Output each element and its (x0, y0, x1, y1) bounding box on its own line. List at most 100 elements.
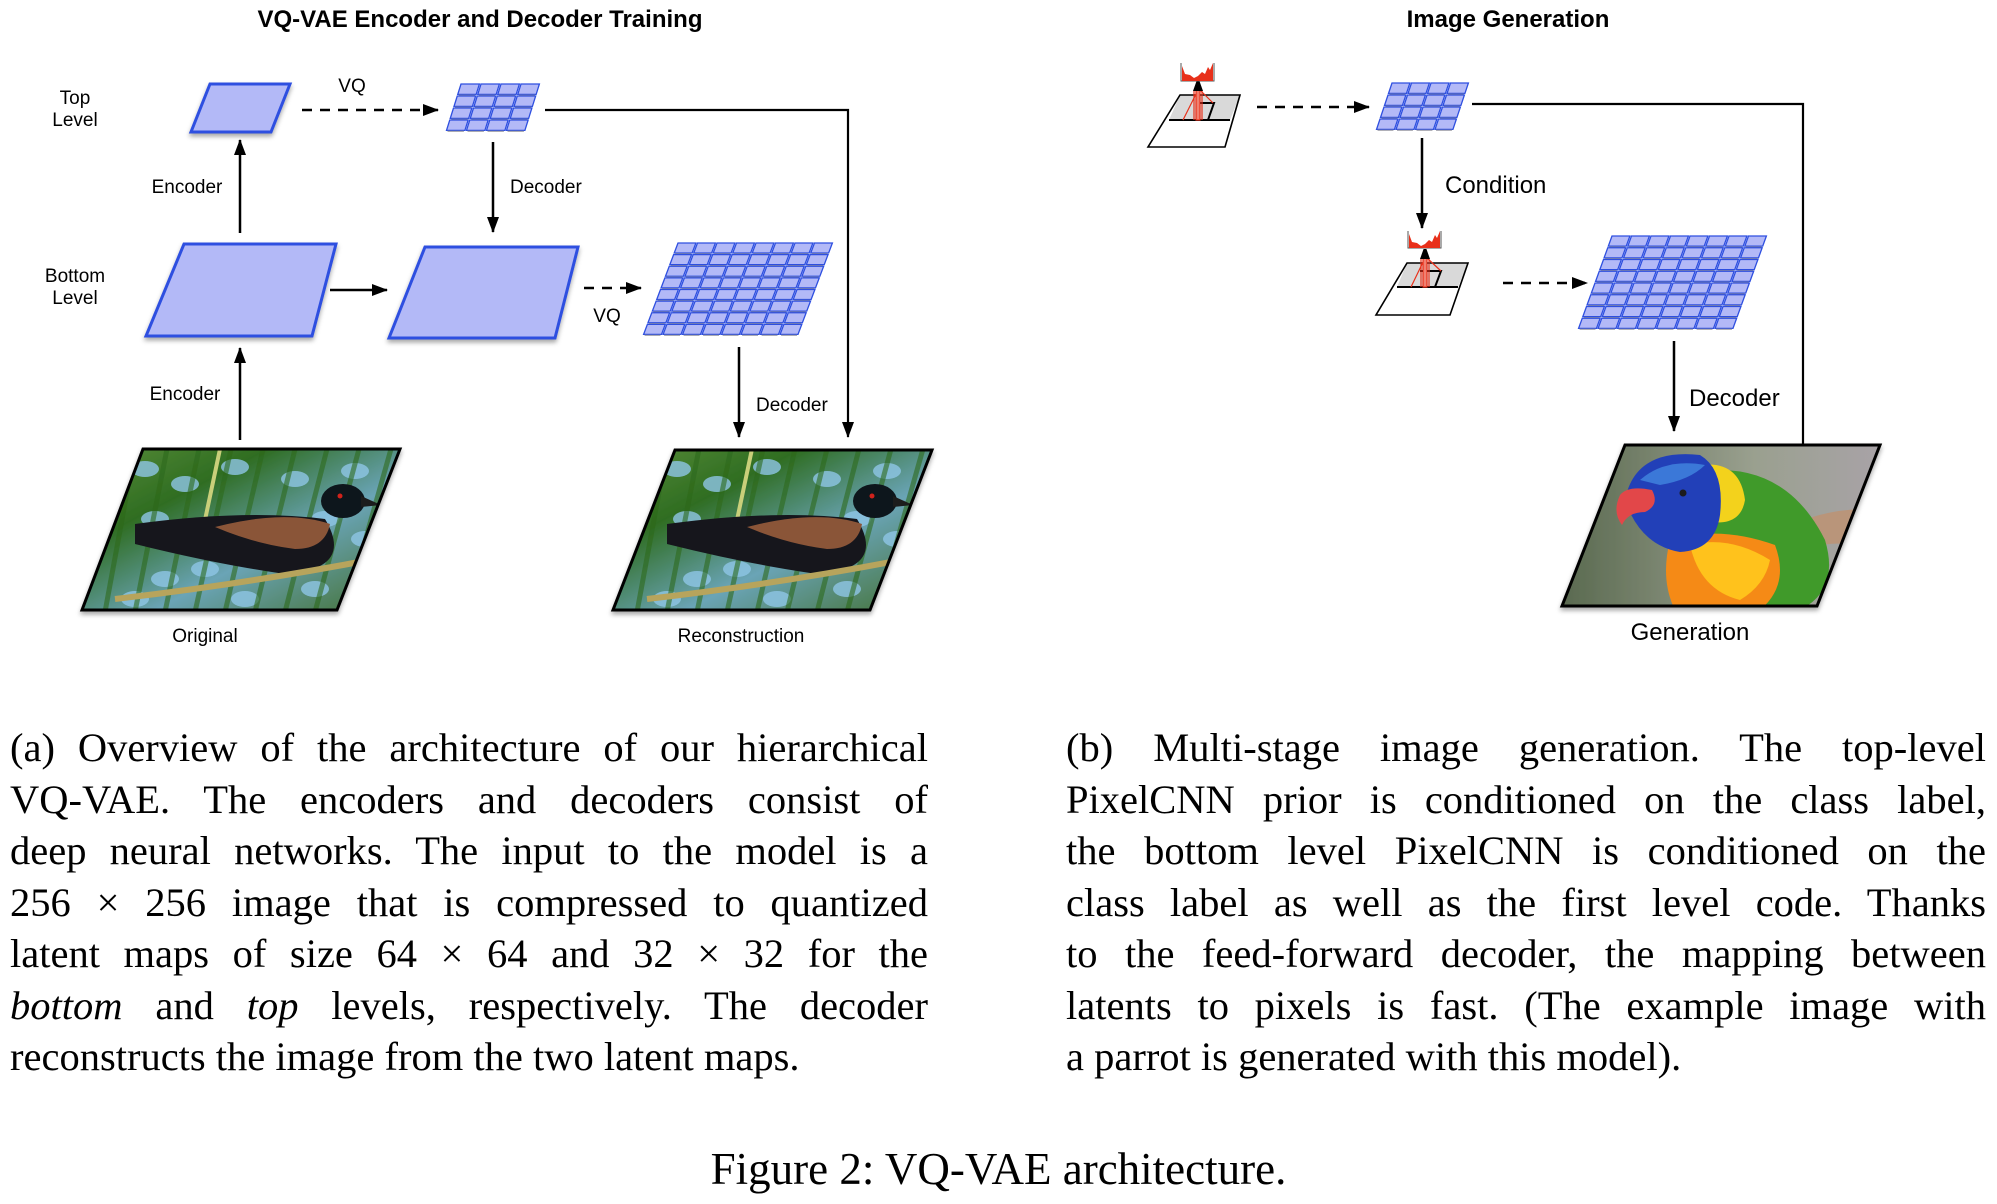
codebook-cell (1743, 235, 1768, 247)
codebook-cell (1735, 258, 1759, 271)
codebook-cell (1601, 305, 1625, 318)
codebook-cell (1687, 282, 1712, 294)
codebook-cell (1696, 258, 1720, 271)
bird-eye (337, 493, 343, 499)
codebook-cell (660, 277, 684, 289)
codebook-cell (783, 312, 808, 324)
codebook-cell (1720, 247, 1744, 259)
codebook-cell (651, 300, 675, 312)
codebook-cell (690, 300, 714, 312)
codebook-cell (809, 242, 834, 254)
decoder-label-bottom: Decoder (756, 395, 828, 416)
codebook-cell (1731, 270, 1755, 283)
caption-line: deep neural networks. The input to the m… (10, 825, 928, 877)
codebook-cell (445, 119, 470, 132)
caption-text: levels, respectively. The decoder (298, 982, 928, 1028)
codebook-cell (664, 265, 689, 277)
codebook-cell (1605, 294, 1630, 306)
codebook-cell (785, 253, 810, 266)
codebook-cell (703, 265, 728, 277)
codebook-cell (764, 312, 788, 324)
codebook-cell (1665, 235, 1690, 247)
caption-line: 256 × 256 image that is compressed to qu… (10, 877, 928, 929)
codebook-cell (694, 288, 719, 301)
codebook-cell (1714, 317, 1738, 330)
codebook-cell (1442, 94, 1466, 107)
caption-text: deep neural networks. The input to the m… (10, 828, 928, 873)
figure-caption: Figure 2: VQ-VAE architecture. (710, 1144, 1287, 1194)
codebook-cell (781, 265, 806, 277)
caption-line: PixelCNN prior is conditioned on the cla… (1066, 776, 1986, 822)
bird-wing (215, 517, 330, 549)
codebook-cell (1598, 258, 1623, 271)
codebook-cell (642, 323, 667, 336)
codebook-cell (1375, 118, 1399, 131)
codebook-cell (1622, 247, 1647, 259)
codebook-cell (476, 83, 501, 96)
codebook-cell (759, 323, 784, 336)
codebook-cell (1637, 258, 1662, 271)
encoder-label-top: Encoder (152, 177, 223, 198)
codebook-cell (449, 107, 473, 120)
codebook-cell (1683, 294, 1708, 306)
codebook-cell (1418, 106, 1442, 119)
codebook-cell (1675, 317, 1699, 330)
bird-beak (361, 496, 381, 507)
reconstruction-label: Reconstruction (678, 626, 805, 647)
codebook-cell (453, 95, 477, 108)
bottom-generated-grid (1577, 235, 1768, 330)
codebook-cell (1707, 282, 1731, 294)
codebook-cell (777, 277, 801, 289)
codebook-cell (1581, 305, 1606, 318)
codebook-cell (473, 95, 497, 108)
bottom-pixelcnn-prior-icon (1374, 231, 1470, 316)
caption-text: 256 × 256 image that is compressed to qu… (10, 879, 928, 925)
codebook-cell (709, 300, 734, 312)
codebook-cell (796, 277, 821, 289)
codebook-cell (1681, 247, 1705, 259)
decoder-label-b: Decoder (1689, 385, 1780, 412)
codebook-cell (1395, 118, 1419, 131)
codebook-cell (692, 242, 717, 254)
generation-label: Generation (1631, 619, 1750, 646)
codebook-cell (1676, 258, 1701, 271)
codebook-cell (1434, 118, 1458, 131)
receptive-field-cone-icon (1182, 89, 1214, 121)
top-code-to-decoder-connector-b (1472, 102, 1805, 446)
codebook-cell (1655, 317, 1680, 330)
codebook-cell (469, 107, 493, 120)
caption-text: latent maps of size 64 × 64 and 32 × 32 … (10, 931, 928, 976)
codebook-cell (1704, 235, 1729, 247)
codebook-cell (705, 312, 730, 324)
codebook-cell (1711, 270, 1736, 283)
histogram-icon (1407, 231, 1442, 249)
codebook-cell (1722, 294, 1747, 306)
palm-frond (844, 450, 894, 610)
codebook-cell (1726, 282, 1751, 294)
codebook-cell (748, 300, 773, 312)
codebook-cell (647, 312, 671, 324)
codebook-cell (720, 323, 745, 336)
codebook-cell (738, 277, 762, 289)
codebook-cell (746, 253, 771, 266)
caption-line: class label as well as the first level c… (1066, 879, 1986, 925)
codebook-cell (670, 300, 695, 312)
codebook-cell (1446, 82, 1470, 95)
codebook-cell (725, 312, 749, 324)
codebook-cell (1629, 282, 1653, 294)
top-quantized-grid (445, 83, 541, 132)
codebook-cell (1653, 270, 1677, 283)
codebook-cell (1657, 258, 1681, 271)
codebook-cell (1609, 282, 1634, 294)
bird-wing (747, 517, 862, 549)
codebook-cell (1607, 235, 1631, 247)
caption-a: (a) Overview of the architecture of our … (10, 722, 928, 1083)
codebook-cell (662, 323, 686, 336)
codebook-cell (718, 277, 743, 289)
encoder-label-bottom: Encoder (150, 384, 221, 405)
codebook-cell (1414, 118, 1438, 131)
caption-line: reconstructs the image from the two late… (10, 1031, 928, 1083)
codebook-cell (668, 253, 693, 266)
caption-line: (a) Overview of the architecture of our … (10, 722, 928, 774)
codebook-cell (766, 253, 790, 266)
